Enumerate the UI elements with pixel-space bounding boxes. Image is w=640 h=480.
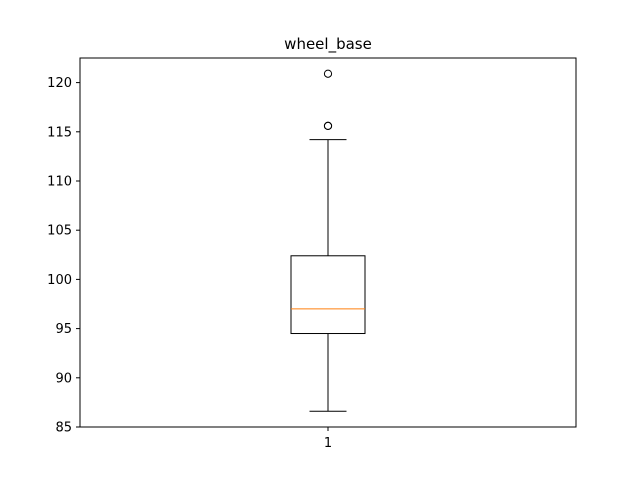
y-tick-label: 90 xyxy=(55,371,72,386)
y-tick-label: 110 xyxy=(47,175,72,190)
x-tick-label: 1 xyxy=(324,436,332,451)
outlier-point xyxy=(323,69,333,78)
y-tick-label: 105 xyxy=(47,224,72,239)
y-tick-label: 120 xyxy=(47,76,72,91)
chart-title: wheel_base xyxy=(284,35,372,54)
box-iqr xyxy=(290,255,366,335)
y-tick-label: 85 xyxy=(55,421,72,436)
outlier-point xyxy=(323,121,333,130)
y-tick-label: 100 xyxy=(47,273,72,288)
plot-area: 85 90 95 100 105 110 115 120 1 xyxy=(47,57,577,451)
y-tick-label: 115 xyxy=(47,125,72,140)
y-tick-label: 95 xyxy=(55,322,72,337)
